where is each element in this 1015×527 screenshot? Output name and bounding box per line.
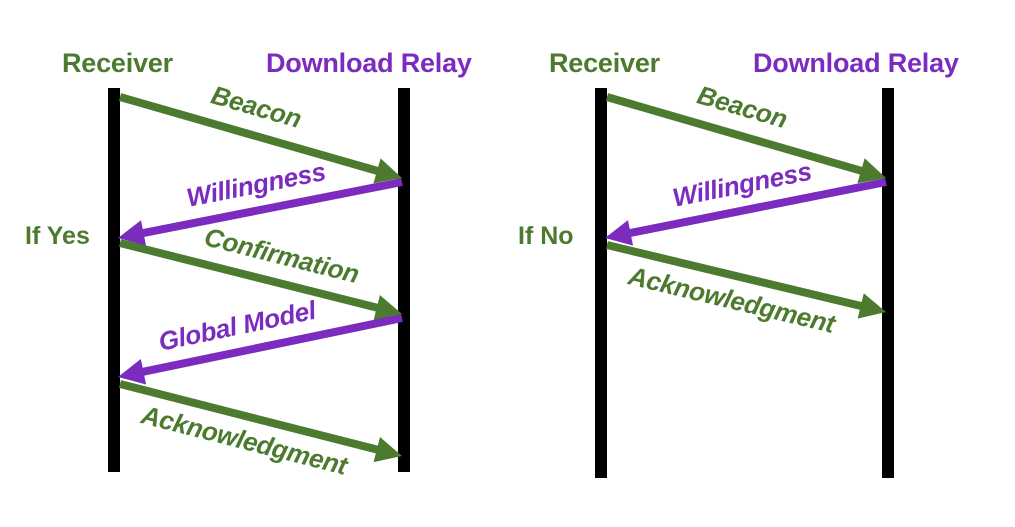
condition-label-if-yes: If Yes [25, 222, 90, 250]
arrow-head [118, 220, 147, 246]
message-arrow-if-yes-2 [119, 239, 402, 321]
lifeline-if-yes-right [398, 88, 410, 472]
lifeline-if-yes-left [108, 88, 120, 472]
arrow-head [605, 220, 634, 246]
arrow-shaft [119, 380, 381, 455]
actor-header-receiver-0: Receiver [62, 48, 173, 78]
arrow-shaft [626, 178, 887, 238]
arrow-head [118, 358, 147, 385]
arrow-shaft [139, 178, 403, 238]
arrow-head [857, 158, 886, 184]
condition-label-if-no: If No [518, 222, 574, 250]
actor-header-download-relay-3: Download Relay [753, 48, 959, 78]
arrow-head [373, 295, 402, 321]
message-arrow-if-yes-0 [118, 93, 402, 184]
message-arrow-if-yes-4 [119, 380, 402, 463]
arrow-head [373, 436, 402, 463]
message-arrow-if-no-2 [606, 241, 886, 319]
message-arrow-if-yes-3 [118, 314, 403, 385]
lifeline-if-no-right [882, 88, 894, 478]
message-arrow-if-no-1 [605, 178, 887, 246]
message-arrow-if-no-0 [605, 93, 886, 184]
arrow-head [373, 158, 402, 184]
actor-header-download-relay-1: Download Relay [266, 48, 472, 78]
arrow-shaft [139, 314, 403, 377]
arrow-head [857, 293, 886, 319]
arrow-shaft [118, 93, 381, 176]
arrow-shaft [605, 93, 866, 176]
actor-header-receiver-2: Receiver [549, 48, 660, 78]
arrow-shaft [119, 239, 381, 313]
arrow-shaft [606, 241, 865, 311]
message-arrow-if-yes-1 [118, 178, 403, 246]
lifeline-if-no-left [595, 88, 607, 478]
